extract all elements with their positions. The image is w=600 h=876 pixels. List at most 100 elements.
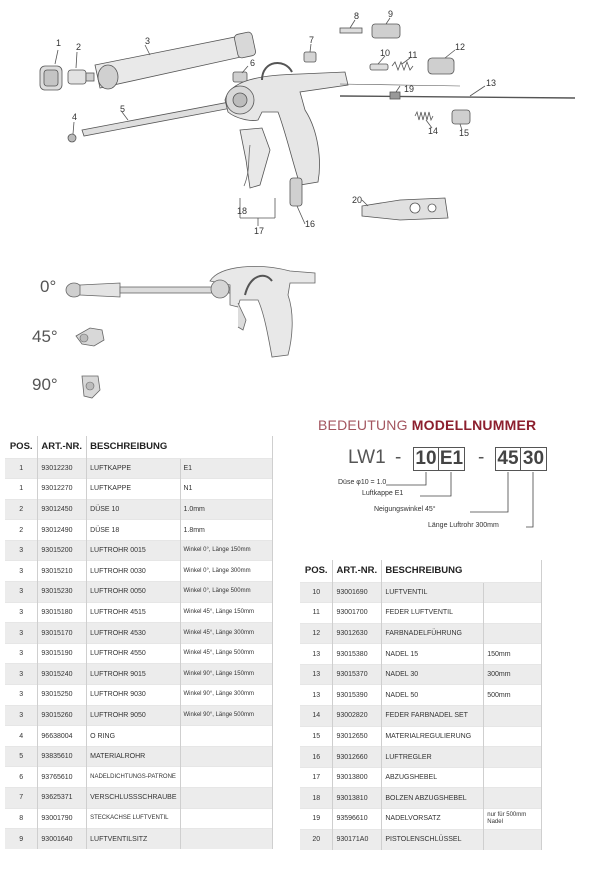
cell-pos: 19 <box>300 808 333 830</box>
cell-art-nr: 93001700 <box>332 602 382 624</box>
model-prefix: LW1 <box>348 447 386 468</box>
cell-info <box>483 725 542 747</box>
cell-info <box>483 581 542 603</box>
cell-art-nr: 93012660 <box>332 746 382 768</box>
nozzle-45-degree-image <box>75 327 105 347</box>
cell-art-nr: 93596610 <box>332 808 382 830</box>
cell-art-nr: 93015200 <box>37 539 87 561</box>
part-label-3: 3 <box>145 36 151 46</box>
part-label-11: 11 <box>408 50 418 60</box>
cell-art-nr: 93012650 <box>332 725 382 747</box>
cell-beschreibung: DÜSE 18 <box>86 519 180 541</box>
cell-beschreibung: LUFTROHR 4515 <box>86 601 180 623</box>
cell-beschreibung: BOLZEN ABZUGSHEBEL <box>381 787 484 809</box>
part-label-5: 5 <box>120 104 126 114</box>
cell-beschreibung: VERSCHLUSSSCHRAUBE <box>86 787 180 809</box>
part-label-8: 8 <box>354 11 360 21</box>
cell-info <box>179 828 273 850</box>
part-label-9: 9 <box>388 9 394 19</box>
cell-art-nr: 93001690 <box>332 581 382 603</box>
cell-info <box>483 602 542 624</box>
cell-pos: 3 <box>5 704 38 726</box>
cell-info <box>179 807 273 829</box>
assembled-spray-gun-image <box>65 266 316 358</box>
cell-pos: 17 <box>300 766 333 788</box>
model-dash-1: - <box>395 447 402 468</box>
cell-art-nr: 93015210 <box>37 560 87 582</box>
legend-neigungswinkel: Neigungswinkel 45° <box>374 506 436 513</box>
cell-beschreibung: LUFTROHR 0015 <box>86 539 180 561</box>
cell-info: Winkel 90°, Länge 300mm <box>179 684 273 706</box>
cell-beschreibung: NADEL 30 <box>381 663 484 685</box>
header-pos: POS. <box>9 441 33 453</box>
cell-beschreibung: LUFTROHR 9015 <box>86 663 180 685</box>
cell-beschreibung: LUFTROHR 0030 <box>86 560 180 582</box>
cell-art-nr: 93835610 <box>37 745 87 767</box>
cell-pos: 3 <box>5 581 38 603</box>
cell-pos: 6 <box>5 766 38 788</box>
cell-art-nr: 93015190 <box>37 642 87 664</box>
cell-pos: 3 <box>5 539 38 561</box>
part-label-4: 4 <box>72 112 78 122</box>
cell-pos: 5 <box>5 745 38 767</box>
part-label-1: 1 <box>56 38 62 48</box>
cell-info <box>483 787 542 809</box>
model-code-luftkappe: E1 <box>438 447 465 471</box>
cell-beschreibung: ABZUGSHEBEL <box>381 766 484 788</box>
cell-beschreibung: PISTOLENSCHLÜSSEL <box>381 828 484 850</box>
cell-pos: 3 <box>5 622 38 644</box>
model-dash-2: - <box>478 447 485 468</box>
cell-pos: 2 <box>5 519 38 541</box>
cell-pos: 14 <box>300 705 333 727</box>
cell-info: 150mm <box>483 643 542 665</box>
cell-pos: 4 <box>5 725 38 747</box>
cell-info <box>483 828 542 850</box>
cell-art-nr: 93765610 <box>37 766 87 788</box>
cell-info <box>179 745 273 767</box>
cell-info: Winkel 45°, Länge 300mm <box>179 622 273 644</box>
header-pos: POS. <box>304 565 328 577</box>
part-label-7: 7 <box>309 35 315 45</box>
cell-art-nr: 93012450 <box>37 498 87 520</box>
cell-art-nr: 93012630 <box>332 622 382 644</box>
part-label-2: 2 <box>76 42 82 52</box>
cell-pos: 1 <box>5 457 38 479</box>
cell-art-nr: 96638004 <box>37 725 87 747</box>
cell-beschreibung: LUFTKAPPE <box>86 478 180 500</box>
cell-info <box>179 766 273 788</box>
cell-art-nr: 93015170 <box>37 622 87 644</box>
cell-info: Winkel 45°, Länge 500mm <box>179 642 273 664</box>
cell-info: 1.8mm <box>179 519 273 541</box>
part-label-10: 10 <box>380 48 391 58</box>
cell-pos: 3 <box>5 601 38 623</box>
cell-pos: 8 <box>5 807 38 829</box>
cell-art-nr: 93012490 <box>37 519 87 541</box>
cell-art-nr: 93015390 <box>332 684 382 706</box>
legend-duese: Düse φ10 = 1.0 <box>338 479 387 486</box>
part-label-18: 18 <box>237 206 248 216</box>
cell-art-nr: 93001790 <box>37 807 87 829</box>
cell-info: nur für 500mm Nadel <box>483 808 542 830</box>
model-number-heading: BEDEUTUNG MODELLNUMMER <box>318 417 536 433</box>
cell-pos: 3 <box>5 684 38 706</box>
cell-info: Winkel 0°, Länge 300mm <box>179 560 273 582</box>
angle-label-0: 0° <box>40 277 57 296</box>
cell-beschreibung: LUFTROHR 4550 <box>86 642 180 664</box>
cell-info: 500mm <box>483 684 542 706</box>
